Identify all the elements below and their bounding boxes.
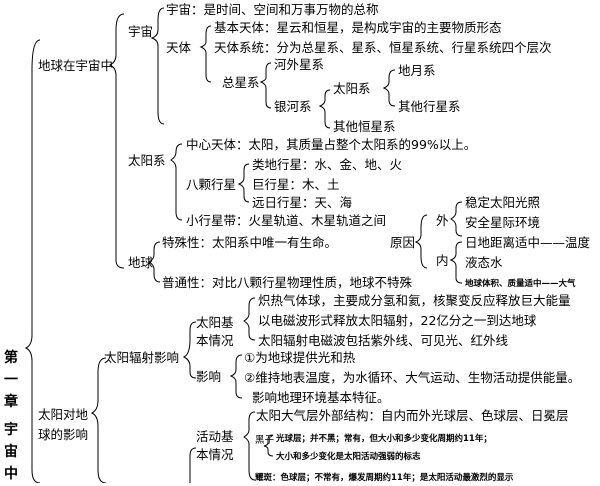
radiation-label: 太阳辐射影响 xyxy=(104,350,180,365)
universe-definition: 宇宙：是时间、空间和万事万物的总称 xyxy=(166,2,379,17)
atmosphere: 地球体积、质量适中——大气 xyxy=(465,279,576,289)
radiation-spectrum: 太阳辐射电磁波包括紫外线、可见光、红外线 xyxy=(258,333,509,348)
inner-solar-system: 太阳系 xyxy=(333,81,371,96)
terrestrial-planets: 类地行星：水、金、地、火 xyxy=(252,157,403,172)
earth-label: 地球 xyxy=(128,255,154,270)
section2-title-line2: 球的影响 xyxy=(38,427,89,442)
sunspot-detail-2: 大小和多少变化是太阳活动强弱的标志 xyxy=(276,452,421,462)
inner-label: 内 xyxy=(436,253,449,268)
radiation-emission: 以电磁波形式释放太阳辐射，22亿分之一到达地球 xyxy=(258,313,537,328)
supergalaxy-label: 总星系 xyxy=(222,75,260,90)
asteroid-belt: 小行星带：火星轨道、木星轨道之间 xyxy=(186,213,387,228)
milkyway: 银河系 xyxy=(274,99,312,114)
section2-title-line1: 太阳对地 xyxy=(38,407,89,422)
earth-special: 特殊性：太阳系中唯一有生命。 xyxy=(162,235,338,250)
safe-orbit: 安全星际环境 xyxy=(465,215,541,230)
far-planets: 远日行星：天、海 xyxy=(252,195,353,210)
flare-detail: 耀斑：色球层；不常有，爆发周期约11年；是太阳活动最激烈的显示 xyxy=(255,473,514,483)
chapter-char-3: 章 xyxy=(4,394,18,410)
other-star-systems: 其他恒星系 xyxy=(333,119,396,134)
earth-moon-system: 地月系 xyxy=(398,63,436,78)
celestial-label: 天体 xyxy=(166,40,192,55)
sun-basic-label-1: 太阳基 xyxy=(196,315,234,330)
basic-celestial: 基本天体：星云和恒星，是构成宇宙的主要物质形态 xyxy=(214,20,502,35)
chapter-char-5: 宙 xyxy=(4,444,18,460)
extragalactic: 河外星系 xyxy=(274,57,325,72)
liquid-water: 液态水 xyxy=(465,255,503,270)
chapter-char-1: 第 xyxy=(4,350,18,366)
sun-basic-label-2: 本情况 xyxy=(196,333,234,348)
reason-label: 原因 xyxy=(390,235,416,250)
activity-label-1: 活动基 xyxy=(196,429,234,444)
chapter-char-2: 一 xyxy=(4,372,18,388)
impact-3: 影响地理环境基本特征。 xyxy=(252,390,390,405)
activity-label-2: 本情况 xyxy=(196,447,234,462)
outer-label: 外 xyxy=(436,213,449,228)
impact-1: ①为地球提供光和热 xyxy=(244,350,356,365)
giant-planets: 巨行星：木、土 xyxy=(252,177,340,192)
earth-common: 普通性：对比八颗行星物理性质，地球不特殊 xyxy=(162,275,413,290)
impact-label: 影响 xyxy=(196,369,222,384)
sun-atmosphere-structure: 太阳大气层外部结构：自内而外光球层、色球层、日冕层 xyxy=(256,408,569,423)
central-body: 中心天体：太阳，其质量占整个太阳系的99%以上。 xyxy=(186,137,477,152)
celestial-system: 天体系统：分为总星系、星系、恒星系统、行星系统四个层次 xyxy=(214,40,552,55)
sun-earth-distance: 日地距离适中——温度 xyxy=(465,235,591,250)
impact-2: ②维持地表温度，为水循环、大气运动、生物活动提供能量。 xyxy=(244,370,581,385)
stable-sunlight: 稳定太阳光照 xyxy=(465,195,541,210)
section1-title: 地球在宇宙中 xyxy=(38,58,114,73)
sunspot-detail-1: 光球层；并不黑；常有，但大小和多少变化周期约11年； xyxy=(276,434,492,444)
solar-system-label: 太阳系 xyxy=(128,153,166,168)
hot-gas-ball: 炽热气体球，主要成分氢和氦，核聚变反应释放巨大能量 xyxy=(258,293,571,308)
chapter-char-4: 宇 xyxy=(4,422,18,438)
sunspot-label: 黑子 xyxy=(255,435,275,446)
other-planet-systems: 其他行星系 xyxy=(398,99,461,114)
eight-planets-label: 八颗行星 xyxy=(186,177,237,192)
chapter-char-6: 中 xyxy=(4,466,18,482)
universe-label: 宇宙 xyxy=(128,24,154,39)
